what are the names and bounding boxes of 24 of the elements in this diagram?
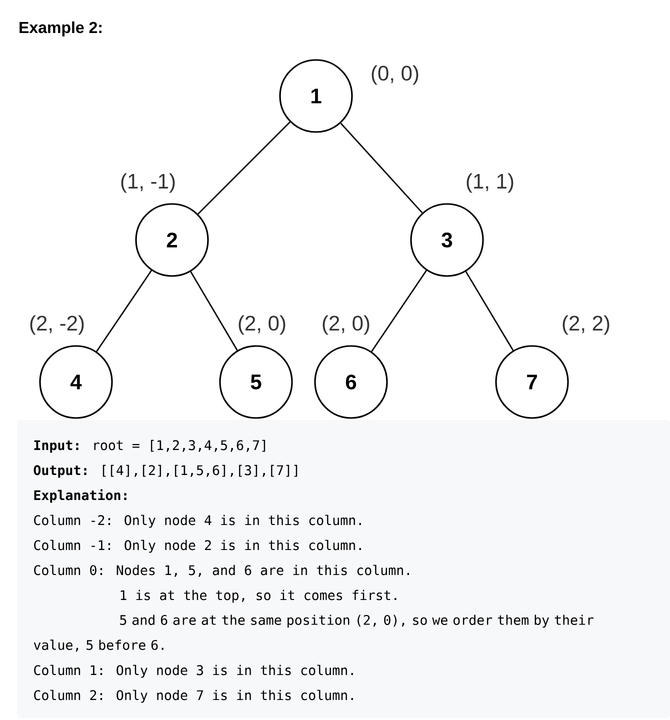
code-line: Column -1: Only node 2 is in this column. [34, 540, 361, 553]
code-line: Column 1: Only node 3 is in this column. [34, 664, 353, 678]
code-line: 5 and 6 are at the same position (2, 0), so we order them by their value, 5 before 6. [34, 614, 594, 652]
coordinate-label: (2, 2) [560, 314, 612, 336]
code-line: Column 0: Nodes 1, 5, and 6 are in this column. [34, 564, 409, 577]
tree-edge [465, 271, 514, 351]
tree-edge [190, 271, 238, 351]
coordinate-label: (2, -2) [28, 314, 86, 336]
code-line: Output: [[4],[2],[1,5,6],[3],[7]] [34, 464, 298, 478]
tree-edge [340, 122, 423, 214]
code-line: Column 2: Only node 7 is in this column. [34, 690, 353, 703]
code-line: Input: root = [1,2,3,4,5,6,7] [34, 440, 266, 453]
coordinate-label: (2, 0) [236, 314, 288, 336]
coordinate-label: (1, -1) [119, 172, 177, 194]
tree-edge [96, 270, 152, 352]
title: Example 2: [20, 21, 102, 36]
code-line: Column -2: Only node 4 is in this column. [34, 514, 361, 528]
tree-edge [198, 122, 290, 214]
code-line: Explanation: [34, 489, 126, 503]
code-line: 1 is at the top, so it comes first. [120, 590, 396, 603]
coordinate-label: (0, 0) [370, 64, 420, 86]
coordinate-label: (2, 0) [320, 314, 372, 336]
coordinate-label: (1, 1) [464, 172, 516, 194]
tree-edge [371, 270, 427, 352]
